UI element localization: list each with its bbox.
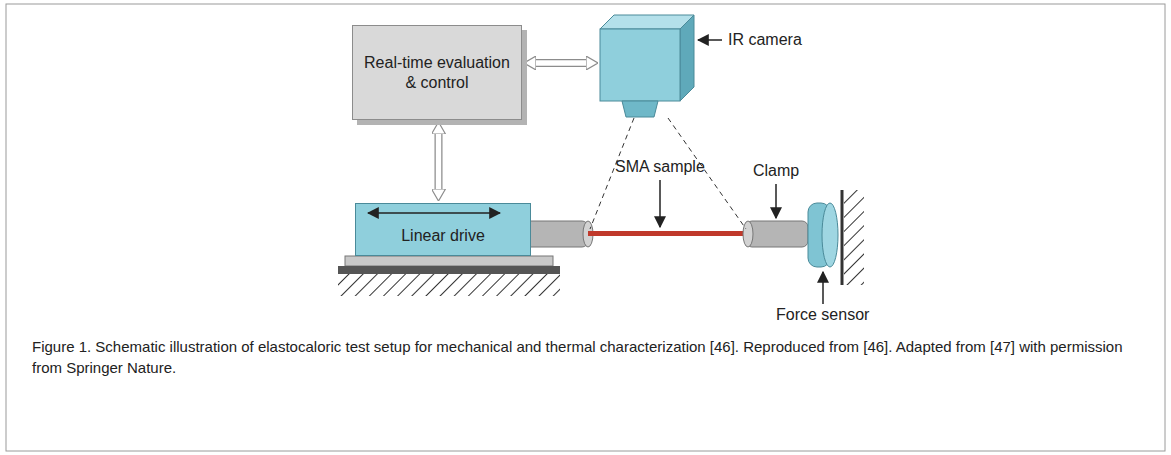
camera-side bbox=[680, 15, 694, 101]
node-label: Linear drive bbox=[356, 226, 530, 246]
camera-lens bbox=[622, 101, 658, 117]
camera-top bbox=[600, 15, 694, 29]
ir-camera: IR camera bbox=[600, 15, 830, 101]
part-label: Clamp bbox=[753, 162, 799, 180]
leader-line bbox=[822, 272, 824, 304]
control-connector bbox=[438, 123, 439, 200]
connector-outline bbox=[536, 59, 586, 67]
wall-hatch bbox=[844, 190, 864, 285]
motion-arrow bbox=[356, 204, 530, 220]
leader-line bbox=[775, 184, 777, 218]
node-label: Real-time evaluation & control bbox=[361, 53, 513, 93]
wall bbox=[841, 190, 844, 285]
camera-front bbox=[600, 29, 680, 101]
ground-plate bbox=[338, 266, 560, 274]
control-box: Real-time evaluation & control bbox=[352, 25, 522, 120]
connector-heads bbox=[438, 123, 439, 200]
connector-outline bbox=[435, 134, 443, 189]
control-connector bbox=[525, 63, 597, 64]
node-label: IR camera bbox=[728, 30, 802, 50]
motion-arrow-line bbox=[368, 212, 500, 214]
force-sensor-face bbox=[822, 203, 838, 267]
camera-body bbox=[600, 15, 710, 101]
figure-caption: Figure 1. Schematic illustration of elas… bbox=[32, 336, 1137, 378]
right-clamp bbox=[746, 221, 808, 247]
drive-base bbox=[345, 256, 553, 266]
sma-sample bbox=[588, 231, 748, 236]
figure-frame bbox=[6, 4, 1165, 451]
connector-fill bbox=[436, 134, 442, 189]
linear-drive-box: Linear drive bbox=[355, 203, 531, 256]
ground-hatch bbox=[338, 274, 560, 296]
clamp-face bbox=[743, 221, 753, 247]
connector-fill bbox=[536, 60, 586, 66]
part-label: Force sensor bbox=[776, 306, 869, 324]
pointer-arrow bbox=[698, 39, 722, 41]
leader-line bbox=[659, 180, 661, 227]
connector-heads bbox=[525, 63, 597, 64]
part-label: SMA sample bbox=[615, 158, 705, 176]
